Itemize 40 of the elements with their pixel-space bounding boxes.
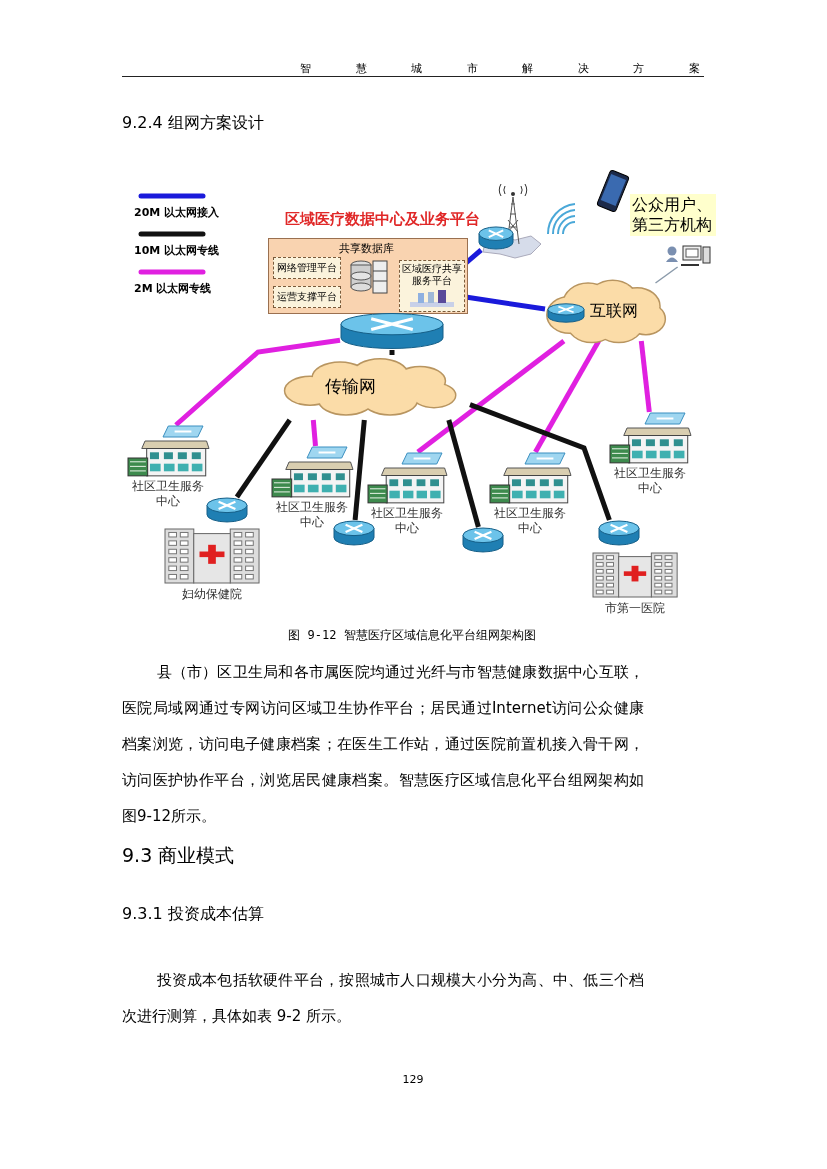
legend-label: 20M 以太网接入 (134, 205, 221, 220)
service-platform-box (399, 260, 465, 312)
connection-line (469, 402, 612, 521)
hospital-label: 妇幼保健院 (181, 587, 243, 602)
connection-line (446, 419, 481, 528)
center-label: 社区卫生服务中心 (275, 500, 349, 530)
figure-caption: 图 9-12 智慧医疗区域信息化平台组网架构图 (287, 627, 537, 644)
body-paragraph: 县（市）区卫生局和各市属医院均通过光纤与市智慧健康数据中心互联，医院局域网通过专网访问区域卫生协作平台；居民通过Internet访问公众健康档案浏览，访问电子健康档案；在医生工作站，通过医院前置机接入骨干网，访问医护协作平台，浏览居民健康档案。智慧医疗区域信息化平台组网架构如图9-12所示。 (122, 662, 644, 827)
section-heading: 9.3.1 投资成本估算 (122, 904, 264, 925)
cloud-label: 传输网 (325, 375, 376, 398)
connection-line (352, 419, 367, 521)
connection-line (389, 350, 395, 355)
connection-line (174, 337, 341, 427)
connection-line (654, 266, 679, 284)
center-label: 社区卫生服务中心 (131, 479, 205, 509)
section-heading: 9.3 商业模式 (122, 843, 235, 868)
connection-line (533, 339, 601, 454)
user-computer-icon (665, 245, 712, 267)
page-header: 智慧城市解决方案 (300, 61, 700, 76)
legend-label: 2M 以太网专线 (134, 281, 213, 296)
body-paragraph: 投资成本包括软硬件平台，按照城市人口规模大小分为高、中、低三个档次进行测算，具体如表 9-2 所示。 (122, 970, 644, 1027)
box-heading: 区域医疗数据中心及业务平台 (285, 210, 480, 229)
center-label: 社区卫生服务中心 (370, 506, 444, 536)
module-label: 运营支撑平台 (276, 291, 338, 303)
section-heading: 9.2.4 组网方案设计 (122, 113, 264, 134)
platform-module-box (273, 286, 341, 308)
connection-line (416, 339, 566, 454)
center-label: 社区卫生服务中心 (613, 466, 687, 496)
connection-line (234, 418, 292, 499)
database-label: 共享数据库 (339, 241, 394, 256)
center-label: 社区卫生服务中心 (493, 506, 567, 536)
module-label: 网络管理平台 (276, 262, 338, 274)
platform-module-box (273, 257, 341, 279)
hospital-label: 市第一医院 (604, 601, 666, 616)
user-label: 公众用户、第三方机构 (632, 195, 713, 235)
connection-line (638, 340, 652, 413)
legend-label: 10M 以太网专线 (134, 243, 221, 258)
module-label: 区域医疗共享服务平台 (401, 263, 463, 287)
page-number: 129 (401, 1073, 425, 1086)
connection-line (310, 419, 318, 447)
